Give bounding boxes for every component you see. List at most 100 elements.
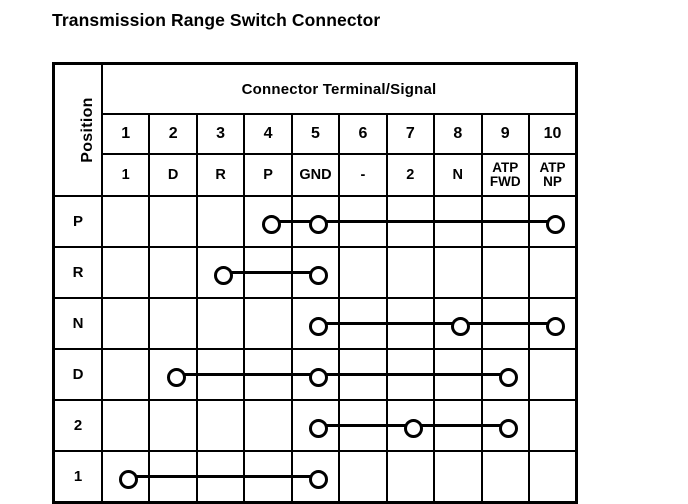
continuity-wire [195, 475, 246, 478]
continuity-wire [290, 220, 316, 223]
signal-name-col-7: 2 [385, 153, 436, 197]
cell-P-9 [480, 195, 530, 248]
continuity-node [308, 266, 328, 285]
continuity-mark [290, 350, 341, 399]
cell-2-1 [100, 399, 151, 452]
signal-name-col-1: 1 [100, 153, 151, 197]
cell-R-7 [385, 246, 436, 299]
continuity-node [308, 368, 328, 387]
continuity-node [451, 317, 471, 336]
continuity-node [119, 470, 139, 489]
signal-name-col-6: - [338, 153, 388, 197]
cell-N-1 [100, 297, 151, 350]
continuity-mark [195, 452, 246, 501]
cell-2-2 [148, 399, 198, 452]
cell-1-2 [148, 450, 198, 504]
cell-D-3 [195, 348, 246, 401]
signal-line-1: ATP [492, 159, 519, 175]
continuity-wire [148, 475, 198, 478]
continuity-node [545, 317, 565, 336]
cell-D-9 [480, 348, 530, 401]
continuity-wire [480, 373, 506, 376]
table-row: N [52, 297, 578, 350]
cell-P-8 [433, 195, 483, 248]
table-row: P [52, 195, 578, 248]
cell-2-9 [480, 399, 530, 452]
signal-name-col-5: GND [290, 153, 341, 197]
continuity-node [308, 419, 328, 438]
continuity-wire [433, 220, 483, 223]
terminal-number-7: 7 [385, 113, 436, 155]
continuity-wire [243, 271, 293, 274]
cell-2-4 [243, 399, 293, 452]
continuity-node [261, 215, 281, 234]
terminal-number-6: 6 [338, 113, 388, 155]
continuity-node [545, 215, 565, 234]
cell-1-6 [338, 450, 388, 504]
position-label-1: 1 [52, 450, 103, 504]
terminal-number-5: 5 [290, 113, 341, 155]
cell-2-10 [527, 399, 578, 452]
continuity-mark [338, 401, 388, 450]
continuity-wire [290, 475, 316, 478]
cell-R-8 [433, 246, 483, 299]
continuity-mark [338, 197, 388, 246]
cell-R-4 [243, 246, 293, 299]
continuity-mark [338, 299, 388, 348]
position-label-D: D [52, 348, 103, 401]
continuity-mark [480, 350, 528, 399]
continuity-mark [243, 452, 293, 501]
terminal-number-4: 4 [243, 113, 293, 155]
terminal-number-2: 2 [148, 113, 198, 155]
continuity-mark [290, 452, 338, 501]
continuity-mark [148, 452, 198, 501]
continuity-wire [243, 373, 293, 376]
continuity-mark [293, 299, 341, 348]
cell-2-5 [290, 399, 341, 452]
cell-D-2 [148, 348, 198, 401]
cell-1-1 [100, 450, 151, 504]
terminal-number-1: 1 [100, 113, 151, 155]
continuity-wire [385, 373, 436, 376]
cell-N-4 [243, 297, 293, 350]
signal-line-2: NP [543, 174, 562, 189]
continuity-wire [480, 220, 530, 223]
continuity-mark [385, 401, 436, 450]
position-header-cell: Position [52, 62, 103, 197]
cell-R-2 [148, 246, 198, 299]
signal-name-col-3: R [195, 153, 246, 197]
continuity-wire [268, 220, 293, 223]
continuity-wire [338, 373, 388, 376]
continuity-mark [198, 248, 246, 297]
cell-1-10 [527, 450, 578, 504]
cell-R-1 [100, 246, 151, 299]
continuity-mark [103, 452, 151, 501]
continuity-node [308, 215, 328, 234]
cell-P-10 [527, 195, 578, 248]
continuity-node [403, 419, 423, 438]
cell-P-2 [148, 195, 198, 248]
position-label-P: P [52, 195, 103, 248]
terminal-number-10: 10 [527, 113, 578, 155]
table-row: 2 [52, 399, 578, 452]
cell-2-6 [338, 399, 388, 452]
cell-P-5 [290, 195, 341, 248]
continuity-mark [433, 299, 483, 348]
signal-name-col-4: P [243, 153, 293, 197]
continuity-mark [480, 401, 528, 450]
cell-N-9 [480, 297, 530, 350]
continuity-wire [315, 373, 341, 376]
cell-D-6 [338, 348, 388, 401]
cell-1-3 [195, 450, 246, 504]
continuity-wire [173, 373, 198, 376]
position-label-N: N [52, 297, 103, 350]
continuity-wire [243, 475, 293, 478]
continuity-mark [150, 350, 198, 399]
continuity-wire [338, 322, 388, 325]
continuity-mark [290, 197, 341, 246]
continuity-mark [433, 197, 483, 246]
